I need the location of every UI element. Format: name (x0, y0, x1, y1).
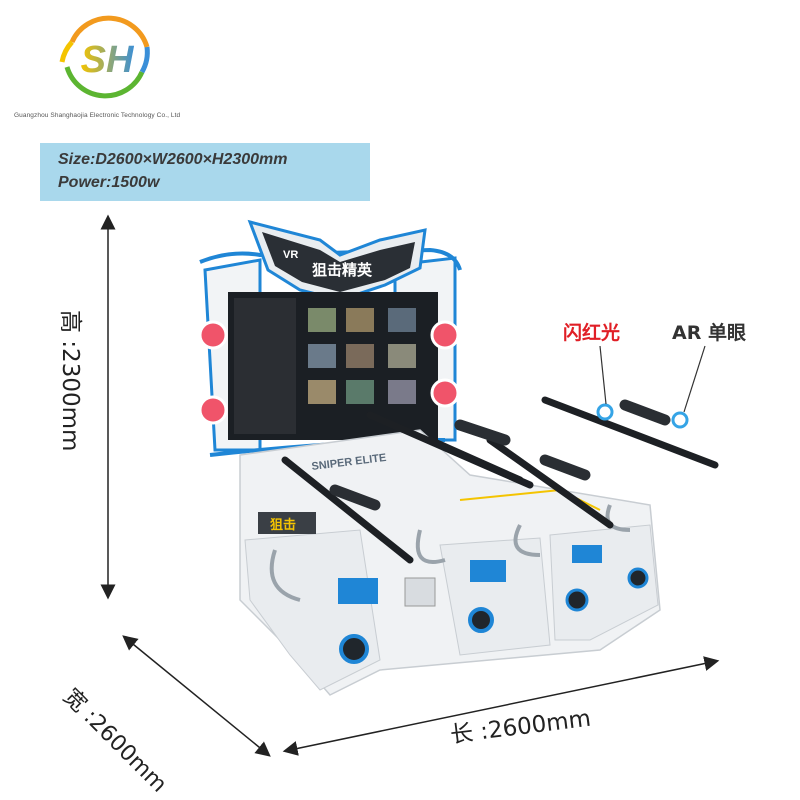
length-arrow (282, 656, 720, 756)
ar-monocular-callout: AR 单眼 (672, 322, 746, 344)
control-panels (338, 545, 602, 607)
company-name: Guangzhou Shanghaojia Electronic Technol… (14, 112, 181, 119)
company-logo: SH (59, 15, 150, 99)
logo-text: SH (81, 39, 135, 81)
red-flash-marker (596, 403, 614, 421)
width-arrow (122, 635, 271, 757)
rifle-scopes (329, 399, 671, 511)
ar-leader (683, 345, 706, 413)
marquee: VR 狙击精英 (247, 219, 427, 302)
game-screen (228, 292, 438, 440)
marquee-vr: VR (283, 249, 298, 261)
red-flash-callout: 闪红光 (563, 322, 621, 344)
power-spec: Power:1500w (58, 174, 160, 191)
height-dimension: 高 :2300mm (57, 310, 83, 452)
spec-box: Size:D2600×W2600×H2300mm Power:1500w (40, 143, 370, 201)
size-spec: Size:D2600×W2600×H2300mm (58, 151, 288, 168)
red-lights (198, 320, 460, 425)
gun-mounts (269, 504, 631, 602)
ar-marker (671, 411, 689, 429)
rifles (281, 396, 719, 564)
side-title: 狙击 (270, 517, 296, 533)
marquee-title: 狙击精英 (312, 261, 373, 279)
speakers (339, 567, 649, 664)
red-flash-leader (599, 345, 607, 405)
